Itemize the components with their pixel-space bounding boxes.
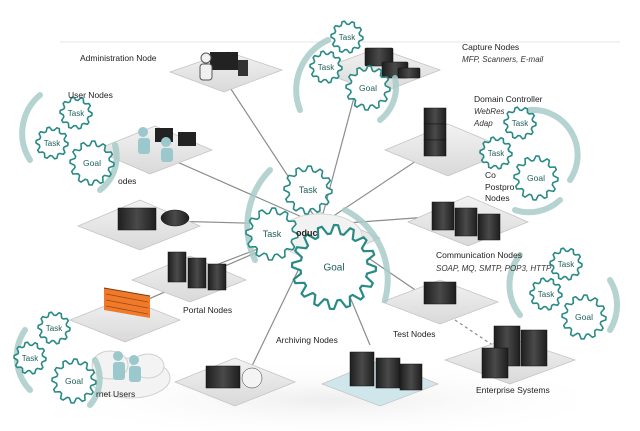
task-gear-icon: Task [529, 277, 563, 311]
goal-gear-icon: Goal [513, 155, 559, 201]
goal-gear-icon: Goal [51, 358, 97, 404]
task-gear-label: Task [538, 290, 555, 299]
task-gear-label: Task [22, 354, 39, 363]
task-gear-icon: Task [13, 341, 47, 375]
label-test: Test Nodes [393, 329, 436, 339]
task-gear-label: Task [318, 63, 335, 72]
goal-gear-icon: Goal [561, 294, 607, 340]
server-test-2 [375, 357, 401, 389]
firewall-icon [103, 287, 151, 318]
server-portal-1 [167, 251, 187, 283]
server-comm-1 [423, 281, 457, 305]
server-left-1 [117, 207, 157, 231]
task-gear-label: Task [558, 260, 575, 269]
server-config-3 [477, 213, 501, 241]
goal-gear-label: Goal [359, 83, 377, 93]
server-capture-1 [364, 47, 394, 67]
task-gear-icon: Task [35, 126, 69, 160]
task-gear-icon: Task [330, 20, 364, 54]
task-gear-icon: Task [37, 311, 71, 345]
label-communication: Communication Nodes [436, 250, 522, 260]
server-test-1 [349, 351, 375, 387]
task-gear-label: Task [299, 185, 318, 195]
task-gear-label: Task [339, 33, 356, 42]
label-capture-sub: MFP, Scanners, E-mail [462, 55, 543, 64]
task-gear-label: Task [512, 119, 529, 128]
server-config-2 [454, 207, 478, 237]
label-communication-sub: SOAP, MQ, SMTP, POP3, HTTP [436, 264, 552, 273]
goal-gear-icon: Goal [345, 65, 391, 111]
label-enterprise: Enterprise Systems [476, 385, 550, 395]
task-gear-label: Task [488, 149, 505, 158]
internet-users-cloud [89, 350, 171, 399]
task-gear-icon: Task [309, 50, 343, 84]
label-archiving: Archiving Nodes [276, 335, 338, 345]
label-config: Co [485, 170, 496, 180]
label-administration: Administration Node [80, 53, 157, 63]
label-domain-sub2: Adap [473, 119, 493, 128]
gear-layer: TaskTaskGoalTaskTaskGoalTaskTaskGoalTask… [13, 20, 607, 404]
task-gear-label: Task [68, 109, 85, 118]
label-portal: Portal Nodes [183, 305, 232, 315]
server-config-1 [431, 201, 455, 231]
task-gear-label: Task [44, 139, 61, 148]
goal-gear-icon: Goal [290, 223, 378, 311]
task-gear-label: Task [263, 229, 282, 239]
task-gear-icon: Task [549, 247, 583, 281]
label-postpro: Postpro [485, 182, 515, 192]
server-archiving-1 [205, 365, 241, 389]
label-domain-sub1: WebRes [474, 107, 505, 116]
label-user: User Nodes [68, 90, 113, 100]
labels: Administration Node Capture Nodes MFP, S… [68, 42, 552, 399]
label-capture: Capture Nodes [462, 42, 519, 52]
server-test-3 [399, 363, 423, 391]
server-groups [117, 47, 548, 391]
storage-left [160, 209, 190, 227]
goal-gear-label: Goal [527, 173, 545, 183]
goal-gear-label: Goal [65, 376, 83, 386]
goal-gear-label: Goal [323, 263, 344, 274]
server-capture-3 [397, 67, 421, 79]
task-gear-icon: Task [479, 136, 513, 170]
goal-gear-icon: Goal [69, 140, 115, 186]
server-domain-2 [423, 123, 447, 141]
goal-gear-label: Goal [575, 312, 593, 322]
label-domain: Domain Controller [474, 94, 543, 104]
server-domain-1 [423, 107, 447, 125]
label-internet-users: rnet Users [96, 389, 135, 399]
task-gear-icon: Task [503, 106, 537, 140]
cycle-arrows [13, 37, 621, 408]
server-portal-3 [207, 263, 227, 291]
admin-workstation [199, 52, 248, 81]
server-portal-2 [187, 257, 207, 289]
server-domain-3 [423, 139, 447, 157]
server-enterprise-2 [520, 329, 548, 367]
label-postpro-nodes: Nodes [485, 193, 510, 203]
task-gear-icon: Task [283, 165, 333, 215]
task-gear-label: Task [46, 324, 63, 333]
task-gear-icon: Task [59, 96, 93, 130]
floor-shadow [30, 360, 630, 431]
task-gear-icon: Task [245, 207, 299, 261]
server-enterprise-3 [481, 347, 509, 379]
label-left-nodes: odes [118, 176, 136, 186]
goal-gear-label: Goal [83, 158, 101, 168]
disk-archiving [241, 367, 263, 389]
label-center-partial: oduc [296, 228, 318, 238]
user-workstations [138, 127, 196, 162]
